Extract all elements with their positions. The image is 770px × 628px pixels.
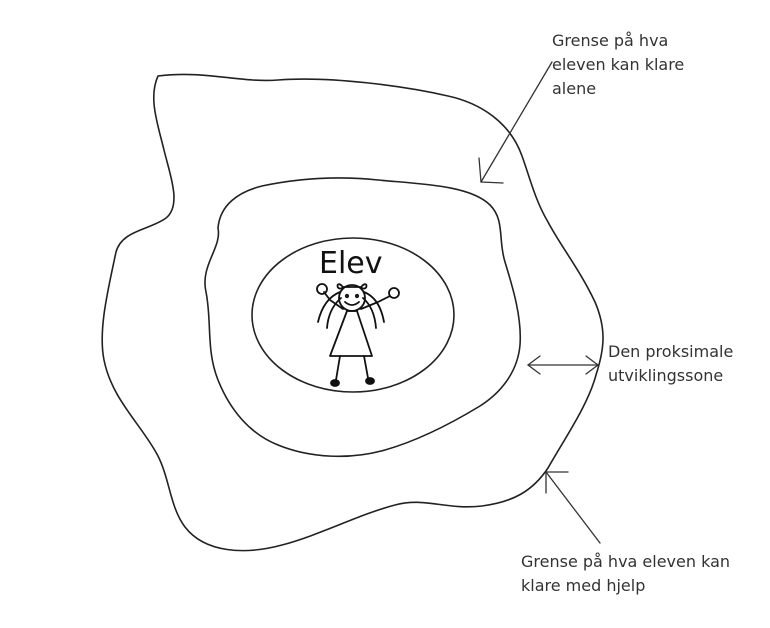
girl-foot-right	[365, 377, 375, 385]
girl-eye-left	[344, 293, 350, 299]
girl-hair-right	[362, 291, 385, 329]
girl-dress	[329, 310, 373, 357]
girl-hand-left	[316, 283, 328, 295]
girl-arm-left	[323, 291, 344, 310]
zone-label: Den proksimale utviklingssone	[608, 342, 734, 385]
girl-bow	[336, 283, 368, 290]
girl-arm-right	[360, 295, 391, 310]
girl-head	[338, 284, 366, 312]
outer-boundary-shape	[101, 73, 604, 552]
inner-boundary-label: Grense på hva eleven kan klare alene	[552, 31, 685, 98]
girl-hand-right	[388, 287, 400, 299]
girl-eye-right	[354, 293, 360, 299]
student-ellipse	[251, 237, 455, 393]
girl-smile	[344, 301, 360, 306]
outer-boundary-label: Grense på hva eleven kan klare med hjelp	[521, 552, 731, 595]
girl-leg-right	[363, 355, 369, 379]
girl-hair-left	[317, 291, 342, 329]
girl-leg-left	[335, 355, 341, 381]
student-label: Elev	[319, 246, 383, 281]
girl-drawing	[316, 283, 400, 387]
zone-double-arrow	[527, 355, 599, 375]
girl-foot-left	[330, 379, 340, 387]
outer-boundary-arrow	[545, 471, 601, 544]
inner-boundary-shape	[204, 177, 522, 458]
inner-boundary-arrow	[478, 61, 553, 184]
